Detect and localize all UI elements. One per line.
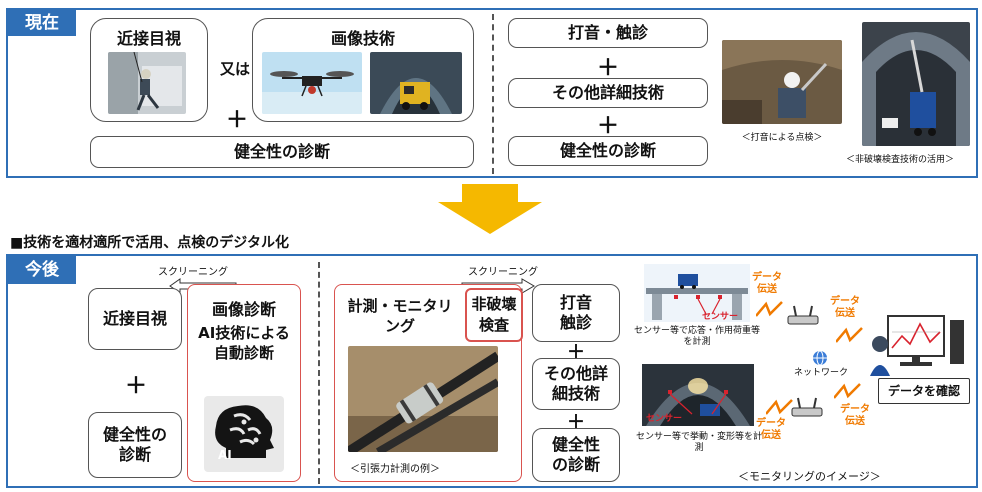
- hammer-inspection-caption: ＜打音による点検＞: [741, 133, 823, 143]
- monitoring-caption: ＜モニタリングのイメージ＞: [738, 470, 881, 483]
- image-diagnosis-title: 画像診断: [211, 300, 276, 319]
- screening-left-label: スクリーニング: [158, 267, 228, 278]
- screening-right-label: スクリーニング: [468, 267, 538, 278]
- sensor-bottom-caption: センサー等で挙動・変形等を計測: [635, 432, 762, 453]
- tension-sensor-photo: [348, 346, 498, 452]
- future-tag: 今後: [8, 256, 76, 284]
- health-diagnosis-box: 健全性の診断: [90, 136, 474, 168]
- health-diagnosis-right-box: 健全性の診断: [508, 136, 708, 166]
- bridge-sensor-illustration: [644, 264, 750, 322]
- data-transfer-label-3: データ伝送: [756, 418, 786, 441]
- health-diagnosis-label: 健全性の診断: [233, 142, 330, 161]
- computer-monitor-icon: [870, 315, 964, 376]
- measurement-label: 計測・モニタリング: [347, 297, 453, 336]
- image-tech-label: 画像技術: [330, 29, 395, 48]
- ai-auto-diagnosis-text: AI技術による自動診断: [198, 324, 290, 362]
- data-transfer-label-1: データ伝送: [752, 272, 782, 295]
- other-detail-label: その他詳細技術: [551, 83, 664, 102]
- future-health-right-label: 健全性の診断: [551, 435, 600, 474]
- future-visual-label: 近接目視: [102, 309, 167, 328]
- ndt-photo: [862, 22, 970, 146]
- drone-photo: [262, 52, 362, 114]
- hammer-touch-label: 打音・触診: [567, 23, 648, 42]
- sensor-top-caption: センサー等で応答・作用荷重等を計測: [633, 326, 760, 347]
- health-diagnosis-right-label: 健全性の診断: [559, 141, 656, 160]
- down-arrow-icon: [438, 184, 542, 234]
- signal-bolt-icon: [836, 327, 863, 343]
- plus-sign: ＋: [567, 412, 585, 433]
- future-hammer-box: 打音触診: [532, 284, 620, 342]
- future-health-right-box: 健全性の診断: [532, 428, 620, 482]
- plus-sign: ＋: [124, 374, 147, 399]
- ai-badge: AI: [218, 448, 232, 462]
- current-tag: 現在: [8, 10, 76, 36]
- check-data-label: データを確認: [887, 383, 960, 398]
- ai-brain-icon: AI: [204, 396, 284, 472]
- visual-inspection-photo: [108, 52, 186, 114]
- plus-sign: ＋: [225, 108, 248, 133]
- network-label: ネットワーク: [794, 368, 849, 378]
- visual-inspection-label: 近接目視: [116, 29, 181, 48]
- router-icon: [791, 397, 823, 417]
- network-globe-icon: [813, 350, 827, 366]
- plus-sign: ＋: [567, 342, 585, 363]
- hammer-inspection-photo: [722, 40, 842, 124]
- future-health-label: 健全性の診断: [103, 425, 168, 464]
- future-health-box: 健全性の診断: [88, 412, 182, 478]
- router-icon: [787, 305, 819, 325]
- future-visual-box: 近接目視: [88, 288, 182, 350]
- signal-bolt-icon: [766, 399, 793, 415]
- section-heading: ■技術を適材適所で活用、点検のデジタル化: [10, 235, 289, 251]
- data-transfer-label-2: データ伝送: [830, 296, 860, 319]
- data-transfer-label-4: データ伝送: [840, 404, 870, 427]
- signal-bolt-icon: [756, 301, 783, 317]
- future-other-label: その他詳細技術: [543, 364, 608, 403]
- tunnel-sensor-illustration: [642, 364, 754, 426]
- future-other-box: その他詳細技術: [532, 358, 620, 410]
- tension-caption: ＜引張力計測の例＞: [350, 464, 440, 475]
- ndt-box: [465, 288, 523, 342]
- plus-sign: ＋: [596, 56, 619, 81]
- other-detail-box: その他詳細技術: [508, 78, 708, 108]
- tunnel-vehicle-photo: [370, 52, 462, 114]
- future-hammer-label: 打音触診: [559, 293, 592, 332]
- hammer-touch-box: 打音・触診: [508, 18, 708, 48]
- sensor-tag-bottom: センサー: [646, 414, 683, 424]
- divider: [318, 262, 320, 484]
- sensor-tag-top: センサー: [702, 312, 739, 322]
- plus-sign: ＋: [596, 114, 619, 139]
- ndt-caption: ＜非破壊検査技術の活用＞: [846, 155, 955, 165]
- signal-bolt-icon: [834, 383, 861, 399]
- ndt-label: 非破壊検査: [471, 295, 517, 334]
- check-data-box: データを確認: [878, 378, 970, 404]
- divider: [492, 14, 494, 174]
- or-label: 又は: [220, 60, 251, 78]
